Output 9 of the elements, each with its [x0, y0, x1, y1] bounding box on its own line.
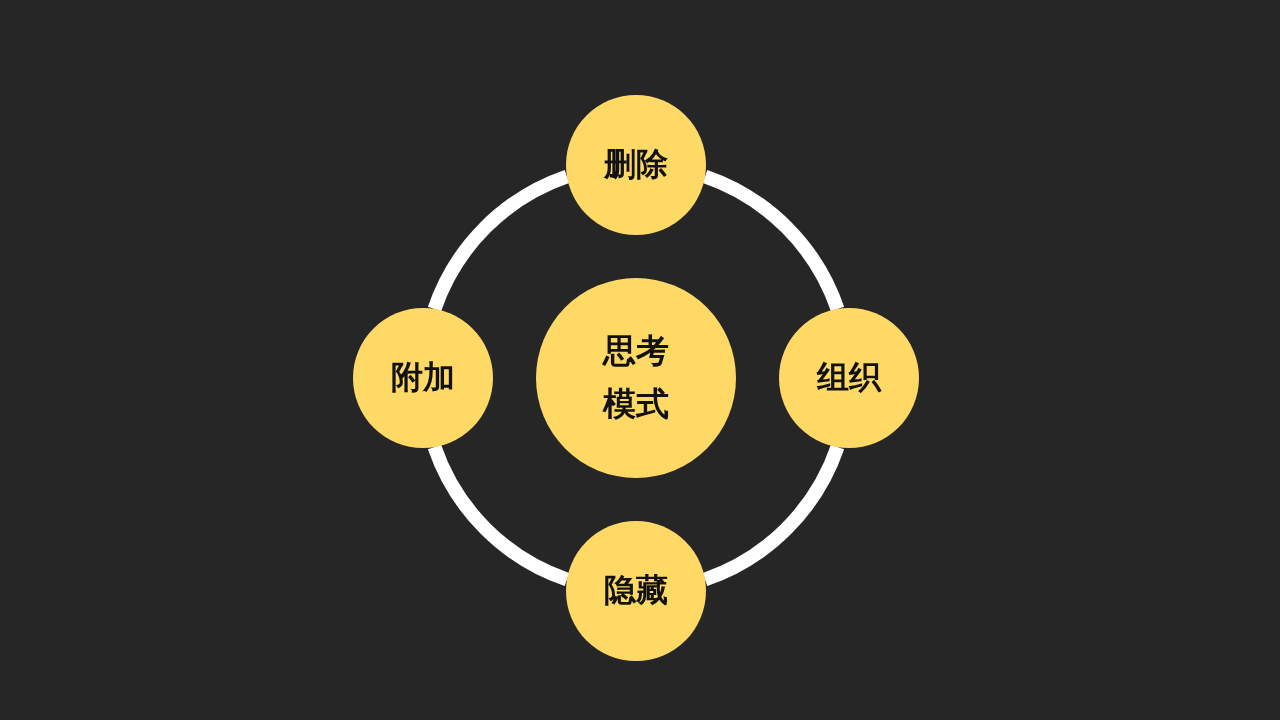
circle-label: 思考模式: [601, 330, 670, 425]
ring-arc: [702, 444, 844, 586]
ring-arc: [428, 170, 570, 312]
ring-arc: [428, 444, 570, 586]
circle-label: 组织: [815, 357, 883, 399]
ring-arc: [702, 170, 844, 312]
circle-label: 删除: [602, 144, 669, 186]
circle-label: 隐藏: [603, 570, 669, 612]
circle-label: 附加: [390, 357, 456, 399]
